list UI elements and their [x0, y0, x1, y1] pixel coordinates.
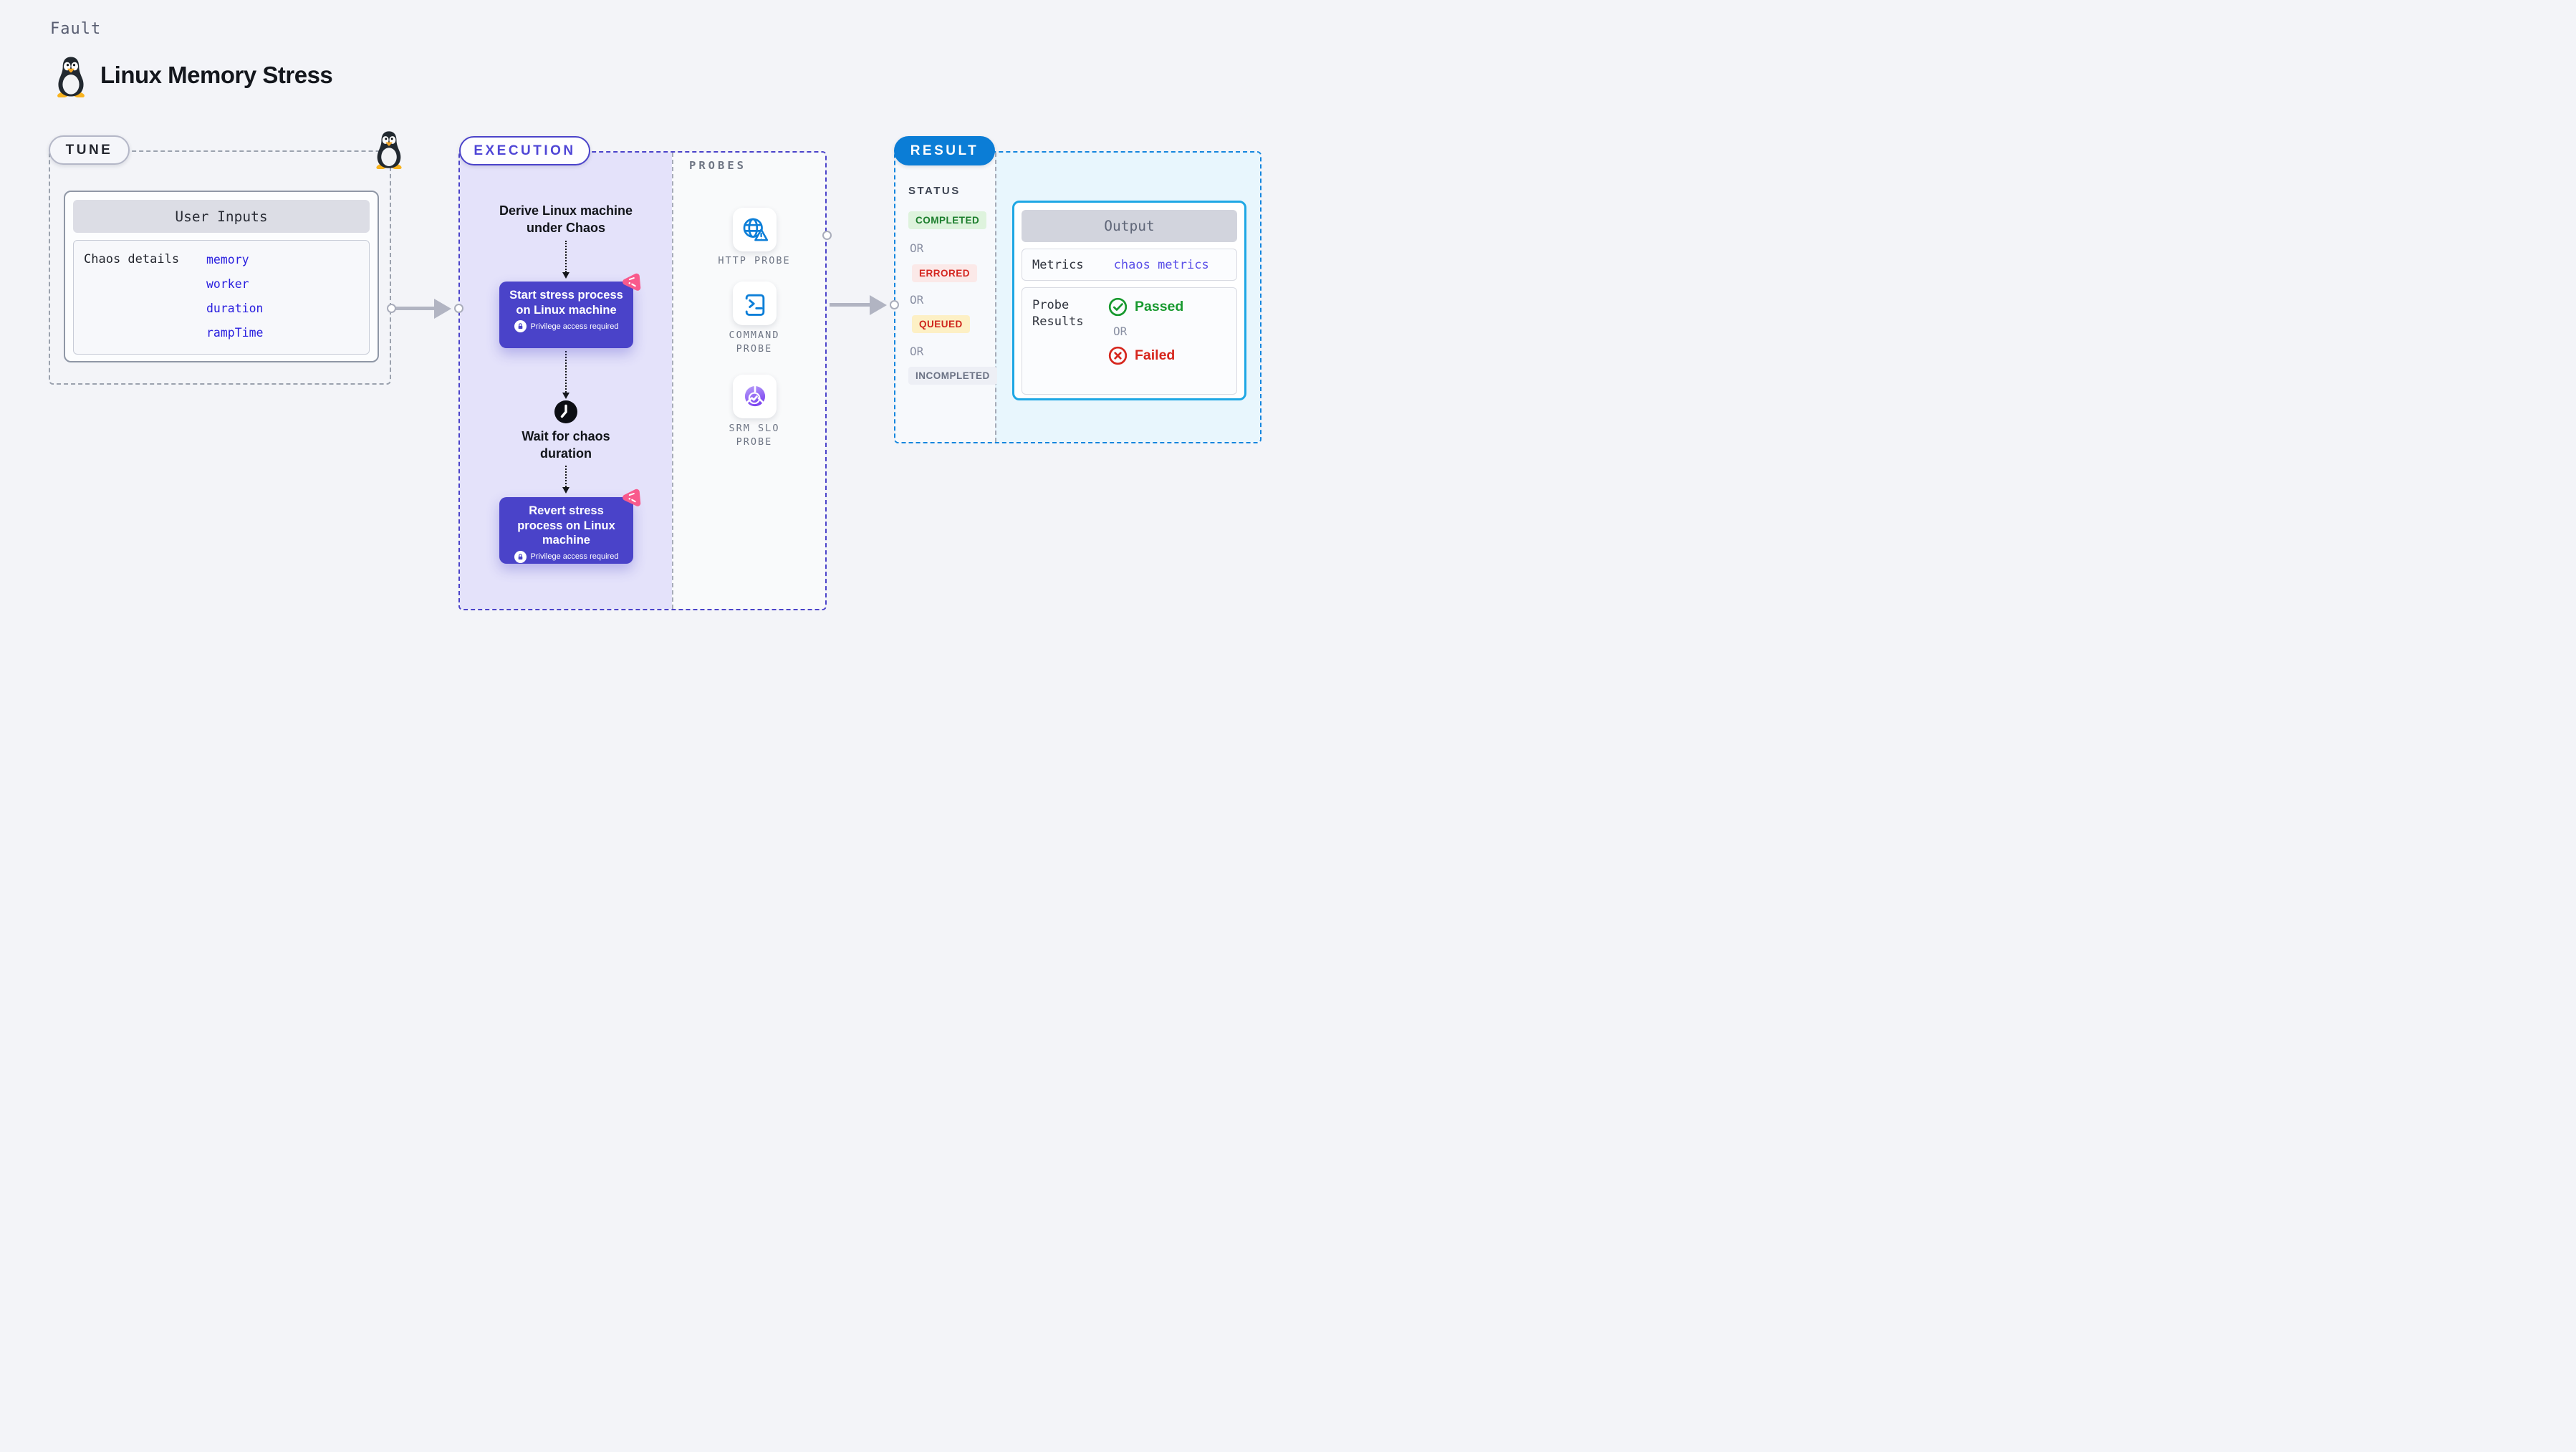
status-badge-queued: QUEUED: [912, 315, 970, 333]
input-value-memory: memory: [206, 253, 249, 266]
status-area: [895, 153, 995, 442]
page-title: Linux Memory Stress: [100, 62, 333, 88]
metrics-value-link: chaos metrics: [1113, 257, 1209, 272]
flow-connector-3-arrowhead: [562, 487, 569, 494]
srm-slo-probe-label: SRM SLO PROBE: [729, 423, 780, 448]
x-circle-icon: [1108, 346, 1128, 365]
chaos-details-label: Chaos details: [84, 252, 180, 266]
flow-connector-2-arrowhead: [562, 393, 569, 399]
flow-connector-1-arrowhead: [562, 272, 569, 279]
metrics-label: Metrics: [1032, 257, 1084, 272]
input-value-duration: duration: [206, 302, 264, 315]
status-or-2: OR: [910, 293, 924, 307]
http-probe-card: [733, 208, 777, 251]
probe-results-label: Probe Results: [1032, 298, 1084, 329]
revert-stress-label: Revert stress process on Linux machine: [517, 504, 615, 547]
chaos-fault-marker-icon: [623, 273, 641, 291]
wait-clock-icon: [554, 400, 577, 423]
chaos-input-values: memory worker duration rampTime: [206, 248, 263, 345]
execution-input-connector: [454, 304, 463, 313]
globe-alert-icon: [743, 218, 768, 241]
status-or-3: OR: [910, 345, 924, 358]
status-badge-errored: ERRORED: [912, 264, 978, 282]
check-circle-icon: [1108, 297, 1128, 317]
fault-diagram: Fault Linux Memory Stress TUNE User Inpu…: [0, 0, 1288, 726]
srm-slo-probe-card: [733, 375, 777, 418]
probe-results-or: OR: [1113, 324, 1128, 338]
slo-pie-check-icon: [744, 385, 765, 406]
flow-connector-1: [565, 241, 567, 272]
result-input-connector: [890, 300, 899, 309]
input-value-ramptime: rampTime: [206, 326, 264, 340]
status-badge-completed: COMPLETED: [908, 211, 987, 229]
status-heading: STATUS: [908, 185, 961, 197]
status-or-1: OR: [910, 241, 924, 255]
probe-results-row: Probe Results Passed OR Failed: [1022, 287, 1237, 395]
tune-badge-label: TUNE: [65, 142, 113, 158]
execution-to-result-arrow-head: [870, 295, 887, 315]
user-inputs-header: User Inputs: [73, 200, 370, 233]
tune-output-connector: [387, 304, 396, 313]
chaos-fault-marker-icon: [623, 489, 641, 506]
execution-badge-label: EXECUTION: [474, 143, 576, 158]
failed-label: Failed: [1135, 347, 1176, 363]
revert-stress-node: Revert stress process on Linux machine P…: [499, 489, 641, 564]
result-badge: RESULT: [894, 136, 995, 165]
flow-connector-2: [565, 351, 567, 393]
output-card: Output Metrics chaos metrics Probe Resul…: [1012, 201, 1246, 400]
passed-label: Passed: [1135, 299, 1184, 314]
privilege-lock-icon: [514, 550, 527, 563]
fault-kicker: Fault: [50, 20, 102, 38]
privilege-lock-icon: [514, 320, 527, 332]
wait-step-label: Wait for chaos duration: [522, 429, 610, 461]
tune-badge: TUNE: [49, 135, 130, 165]
start-stress-label: Start stress process on Linux machine: [509, 289, 623, 317]
passed-result-line: Passed: [1108, 297, 1226, 317]
http-probe-label: HTTP PROBE: [718, 255, 791, 266]
command-probe-label: COMMAND PROBE: [729, 330, 780, 355]
input-value-worker: worker: [206, 277, 249, 291]
metrics-row: Metrics chaos metrics: [1022, 249, 1237, 281]
user-inputs-card: User Inputs Chaos details memory worker …: [64, 191, 379, 362]
status-output-divider: [995, 153, 996, 442]
probes-heading: PROBES: [689, 159, 746, 172]
chaos-details-panel: Chaos details memory worker duration ram…: [73, 240, 370, 355]
status-badge-incompleted: INCOMPLETED: [908, 367, 997, 385]
tune-to-execution-arrow-line: [395, 307, 434, 310]
probes-area-divider: [672, 153, 673, 609]
output-card-header: Output: [1022, 210, 1237, 242]
execution-to-result-arrow-line: [830, 303, 870, 307]
execution-badge: EXECUTION: [459, 136, 590, 165]
privilege-note: Privilege access required: [530, 322, 619, 331]
linux-tux-icon: [57, 57, 85, 97]
command-probe-card: [733, 282, 777, 325]
privilege-note: Privilege access required: [530, 552, 619, 561]
derive-step-label: Derive Linux machine under Chaos: [499, 203, 633, 235]
probes-output-connector: [822, 231, 832, 240]
start-stress-node: Start stress process on Linux machine Pr…: [499, 273, 641, 348]
result-badge-label: RESULT: [910, 143, 979, 158]
tune-to-execution-arrow-head: [434, 299, 451, 319]
probe-results-values: Passed OR Failed: [1105, 297, 1226, 385]
tune-section-box: [49, 150, 391, 385]
linux-tux-corner-icon: [376, 131, 402, 169]
flow-connector-3: [565, 466, 567, 487]
terminal-icon: [745, 294, 764, 316]
failed-result-line: Failed: [1108, 346, 1226, 365]
